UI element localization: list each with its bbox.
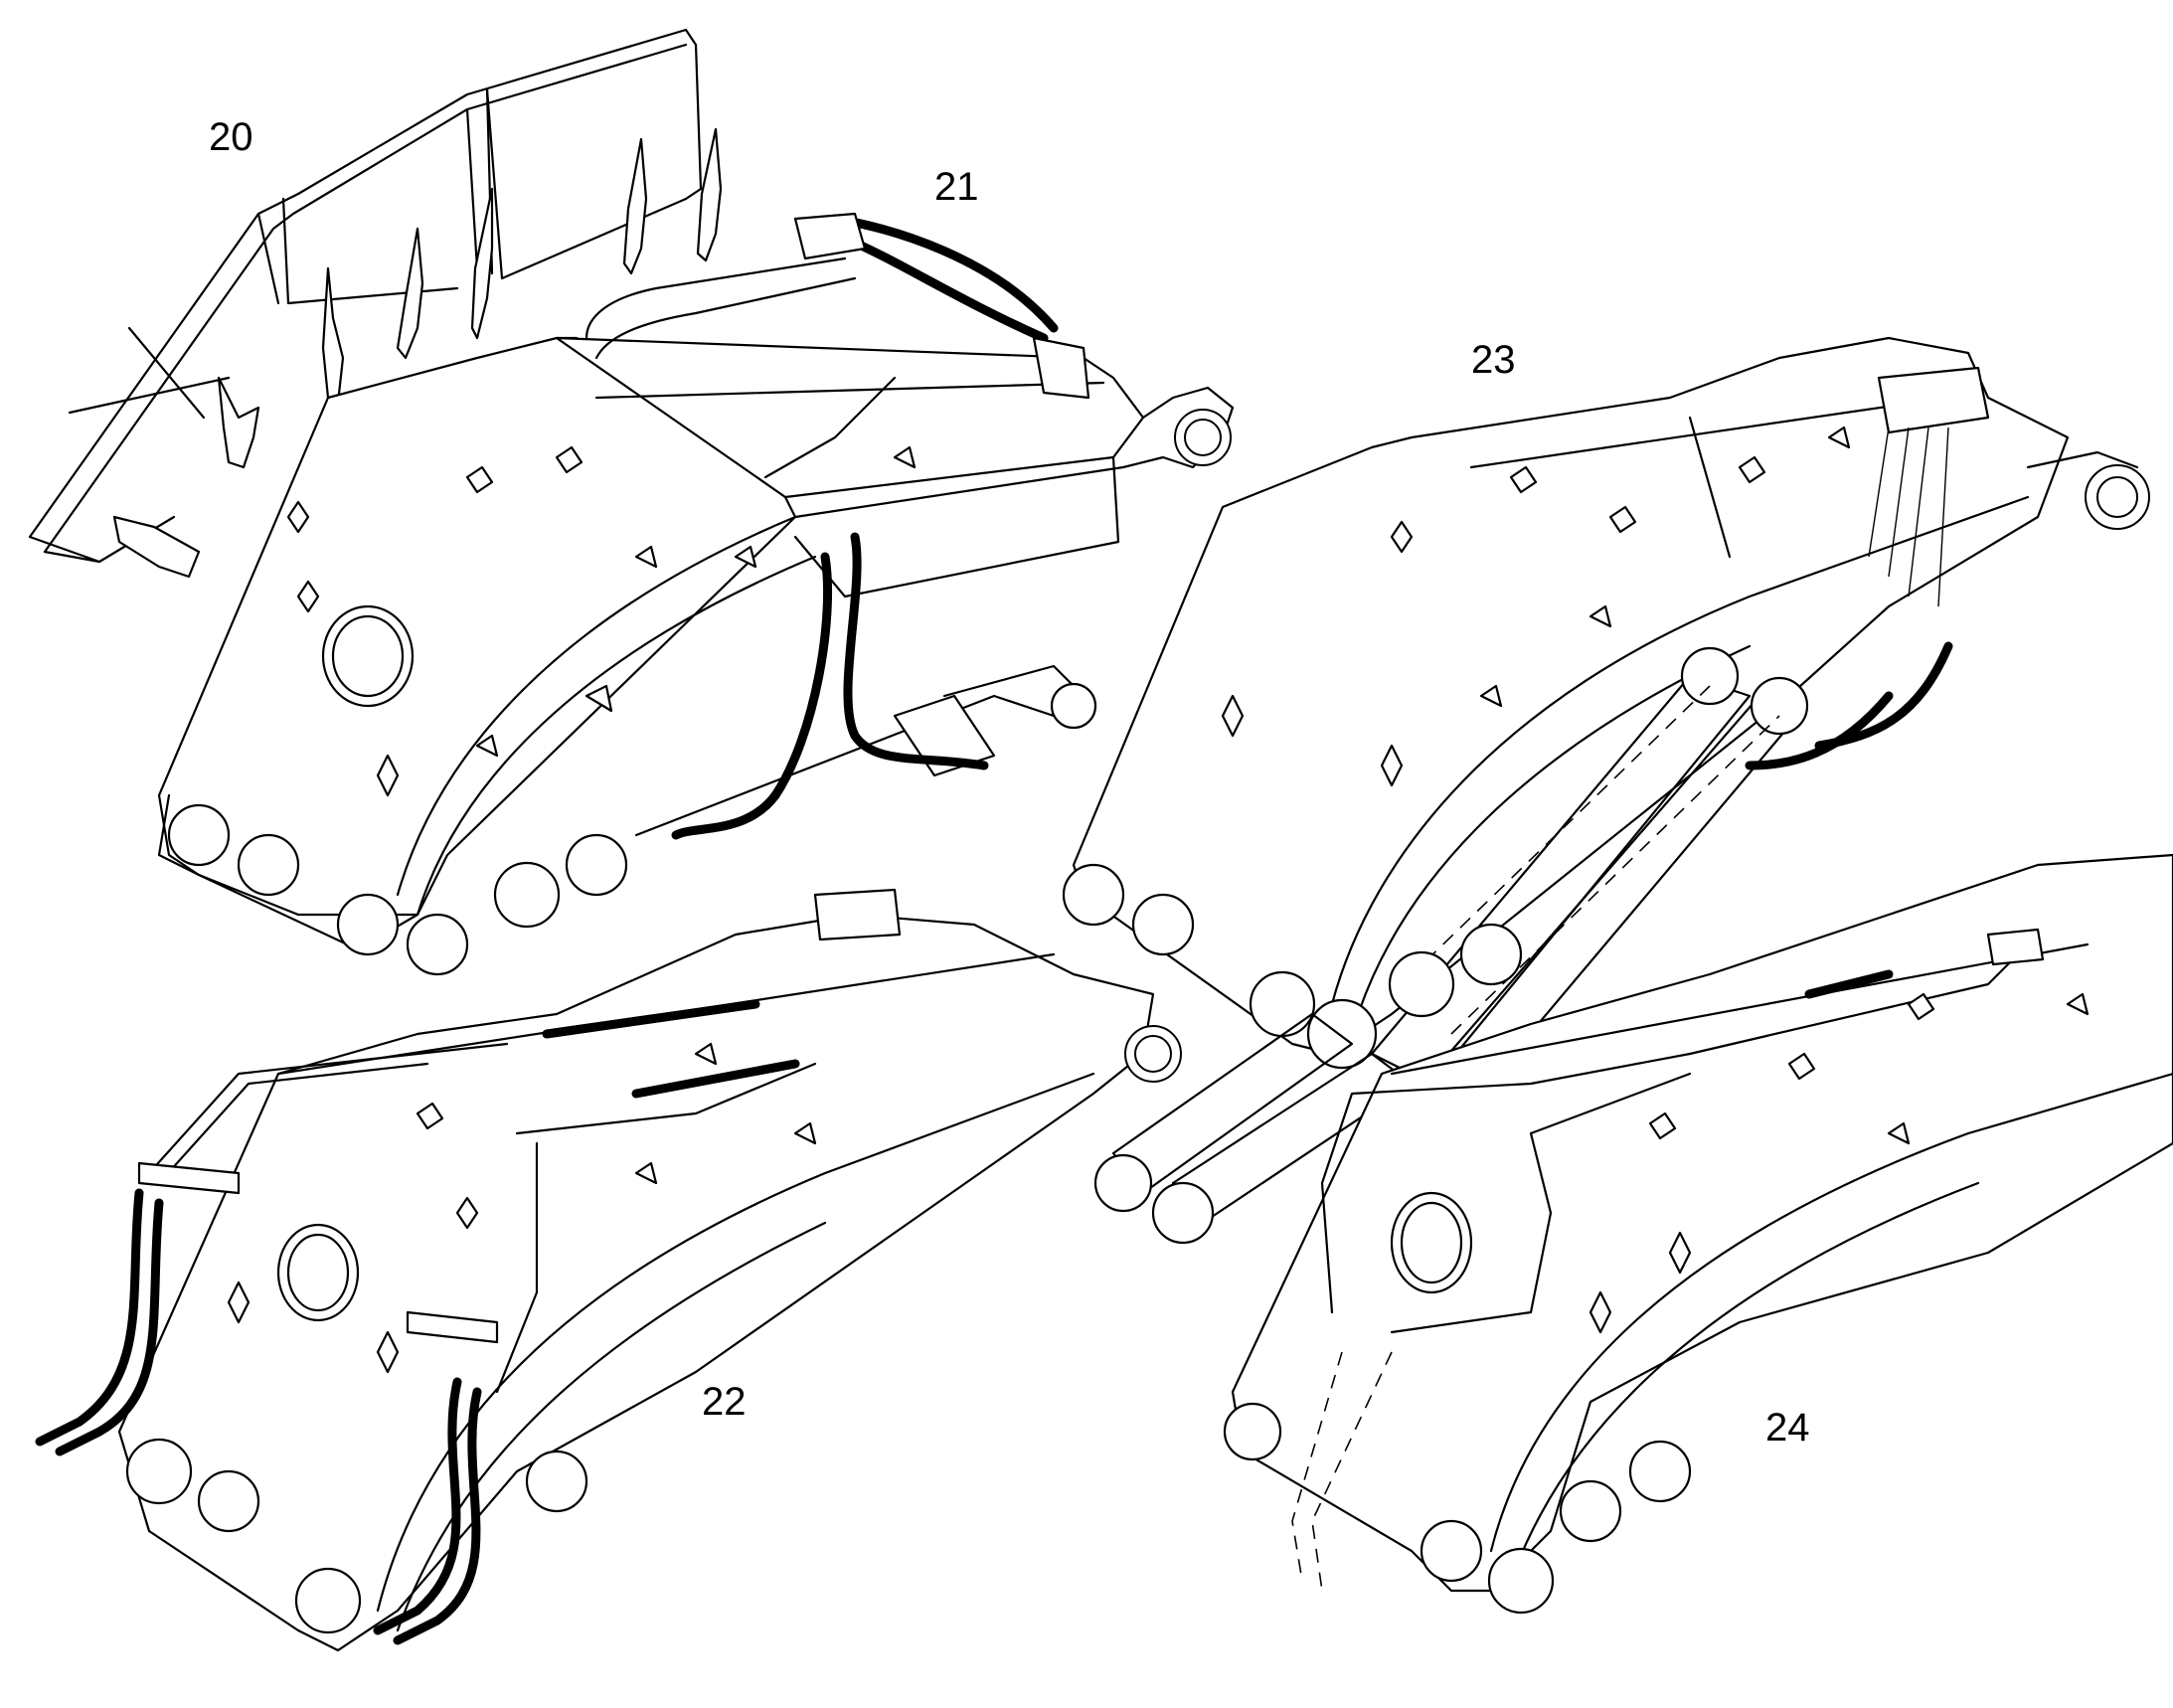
boom-21 [157,212,1235,976]
boom-22 [35,888,1182,1652]
link-rods [1093,1012,1414,1245]
callout-23: 23 [1471,338,1516,382]
handrail-assembly [28,28,723,579]
callout-24: 24 [1765,1406,1810,1450]
callout-21: 21 [934,165,979,209]
boom-24 [1223,853,2173,1615]
callout-20: 20 [209,115,253,159]
callout-22: 22 [702,1380,747,1424]
